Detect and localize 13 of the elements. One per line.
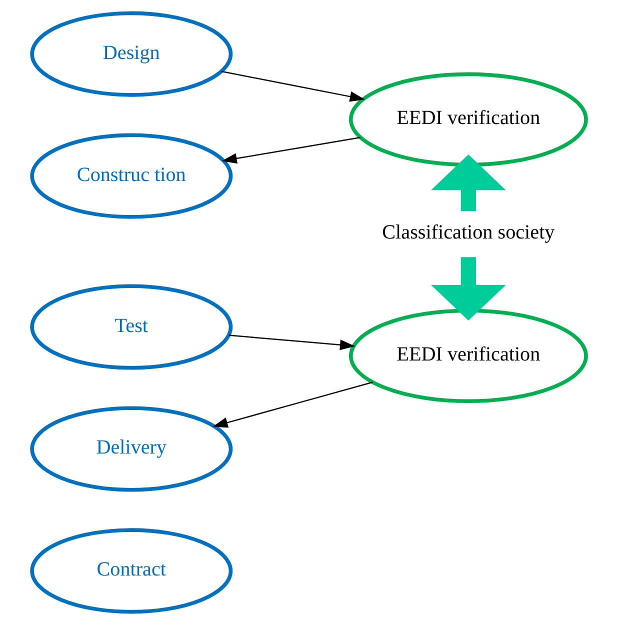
arrow	[221, 70, 366, 102]
arrow	[431, 154, 506, 212]
arrow	[222, 136, 360, 164]
arrow	[212, 382, 373, 428]
node-ellipse: Design	[30, 11, 233, 97]
node-ellipse: Contract	[30, 528, 233, 614]
node-ellipse: Delivery	[30, 406, 233, 492]
node-ellipse: Test	[30, 284, 233, 370]
node-ellipse: Construc tion	[30, 133, 233, 219]
node-ellipse: EEDI verification	[348, 308, 588, 404]
arrow	[228, 334, 356, 350]
node-text: Classification society	[382, 222, 555, 244]
arrow	[431, 257, 506, 321]
